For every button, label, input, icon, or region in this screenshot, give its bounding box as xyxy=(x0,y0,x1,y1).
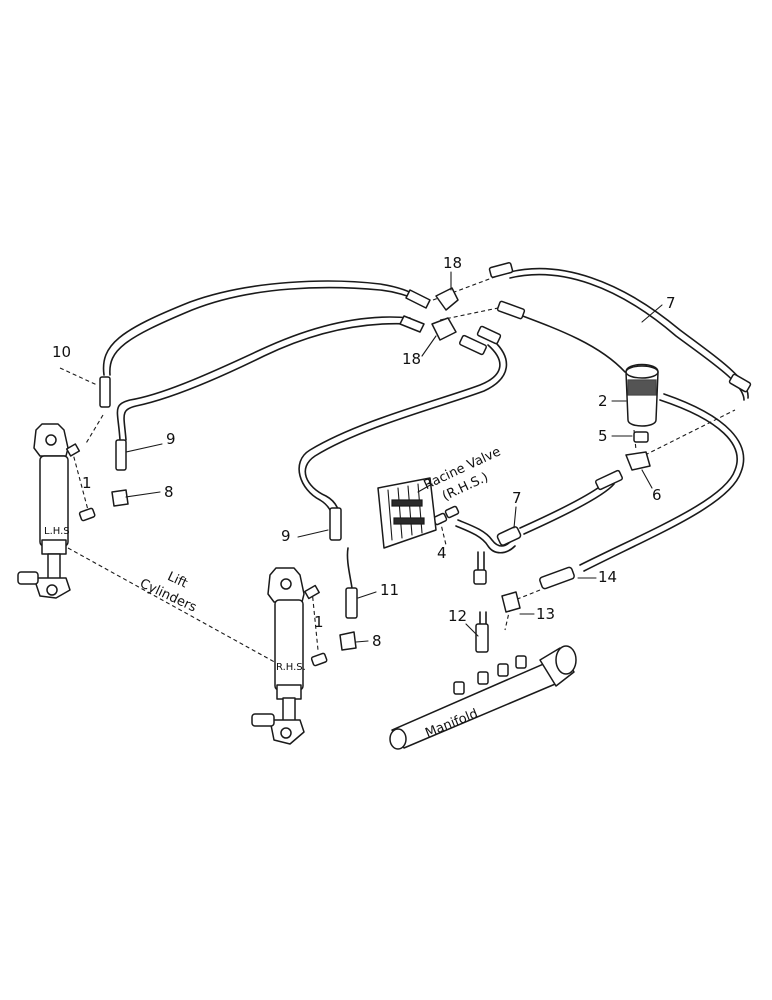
callout-1-right: 1 xyxy=(314,613,324,631)
callout-8-left: 8 xyxy=(164,483,174,501)
callout-9-right: 9 xyxy=(281,527,291,545)
callout-7-top: 7 xyxy=(666,294,676,312)
callout-4: 4 xyxy=(437,544,447,562)
callouts: 10 9 8 1 18 18 7 2 5 6 7 9 11 1 8 4 12 1… xyxy=(52,254,676,650)
cylinder-lhs-label: L.H.S xyxy=(44,526,70,537)
racine-valve xyxy=(377,477,437,549)
callout-13: 13 xyxy=(536,605,555,623)
callout-8-right: 8 xyxy=(372,632,382,650)
callout-12: 12 xyxy=(448,607,467,625)
assembly-leaders xyxy=(59,274,736,666)
text-labels: Racine Valve (R.H.S.) Lift Cylinders Man… xyxy=(137,444,503,741)
callout-11: 11 xyxy=(380,581,399,599)
callout-10: 10 xyxy=(52,343,71,361)
callout-6: 6 xyxy=(652,486,662,504)
cylinder-rhs-label: R.H.S. xyxy=(276,662,306,673)
callout-2: 2 xyxy=(598,392,608,410)
callout-18-top: 18 xyxy=(443,254,462,272)
hose-lines xyxy=(102,267,749,651)
lift-cylinder-lhs: L.H.S xyxy=(17,423,96,599)
lift-cylinder-rhs: R.H.S. xyxy=(251,567,328,745)
callout-14: 14 xyxy=(598,568,617,586)
callout-5: 5 xyxy=(598,427,608,445)
manifold xyxy=(389,645,577,750)
callout-9-left: 9 xyxy=(166,430,176,448)
callout-7-lower: 7 xyxy=(512,489,522,507)
fittings xyxy=(99,262,752,653)
callout-18-lower: 18 xyxy=(402,350,421,368)
callout-1-left: 1 xyxy=(82,474,92,492)
